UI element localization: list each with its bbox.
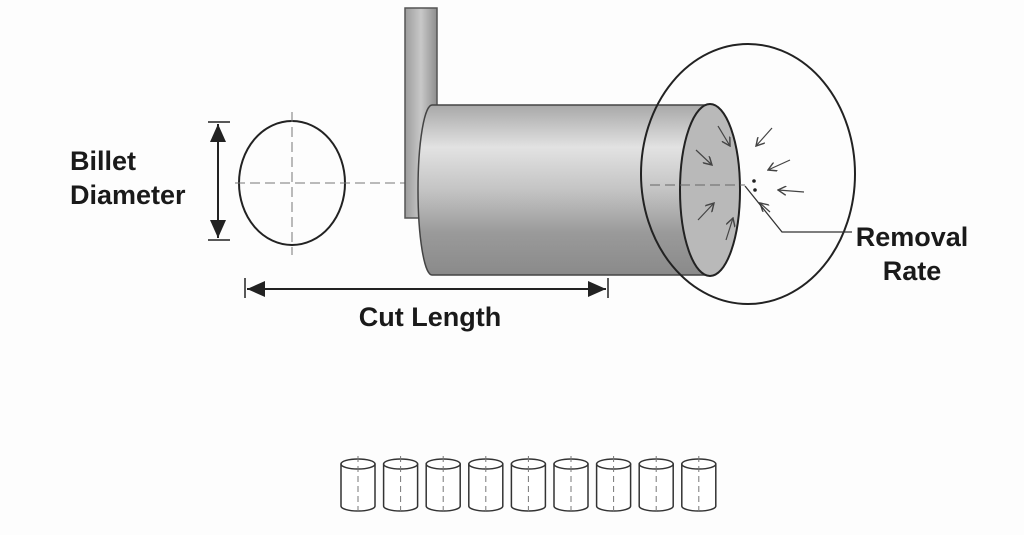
cut-piece	[340, 456, 376, 514]
removal-rate-label-line1: Removal	[855, 222, 969, 252]
cut-piece	[595, 456, 632, 514]
cut-length-dimension-arrow	[244, 278, 609, 298]
cut-pieces-row	[340, 456, 717, 514]
cut-piece	[681, 456, 717, 514]
removal-rate-label: Removal Rate	[842, 220, 982, 288]
diameter-dimension-arrow	[208, 121, 230, 241]
billet-diameter-label: Billet Diameter	[70, 144, 220, 212]
cut-piece	[382, 456, 419, 514]
magnified-detail-circle	[640, 43, 856, 305]
removal-rate-label-line2: Rate	[882, 256, 942, 286]
billet-diameter-label-line1: Billet	[70, 146, 137, 176]
cut-piece	[468, 456, 504, 514]
cut-piece	[638, 456, 674, 514]
removal-arrows	[695, 125, 852, 241]
cut-length-label: Cut Length	[358, 302, 502, 332]
cut-piece	[553, 456, 589, 514]
billet-cylinder	[417, 103, 745, 277]
cut-piece	[510, 456, 547, 514]
billet-diameter-label-line2: Diameter	[70, 180, 186, 210]
cut-piece	[425, 456, 461, 514]
billet-cross-section	[235, 112, 430, 255]
